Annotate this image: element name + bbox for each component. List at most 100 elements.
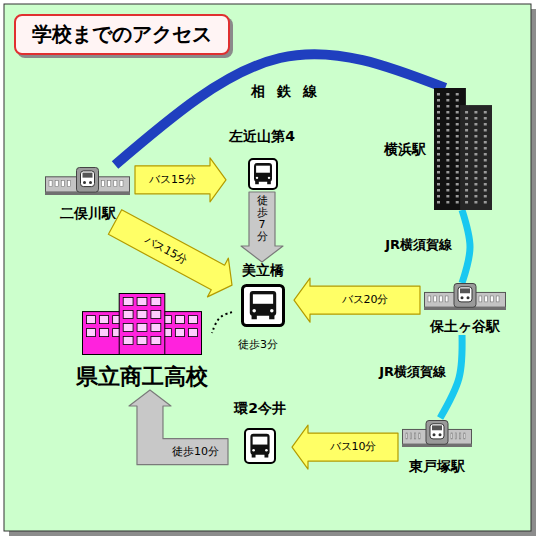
tower-window: [456, 117, 459, 120]
tower-window: [484, 111, 487, 114]
bus-arrow: [108, 210, 232, 297]
school-window: [87, 329, 96, 337]
tower-window: [474, 111, 477, 114]
station-window: [55, 180, 58, 186]
tower-window: [484, 183, 487, 186]
title-text: 学校までのアクセス: [32, 22, 212, 47]
station-window: [108, 180, 111, 186]
tower-window: [446, 99, 449, 102]
route-label: JR横須賀線: [383, 237, 454, 253]
station-window: [451, 433, 452, 439]
tower-block: [460, 105, 492, 210]
school-window: [123, 337, 133, 345]
bus-windshield: [253, 294, 273, 303]
school-window: [175, 316, 184, 324]
tower-window: [437, 201, 440, 204]
route-label: バス10分: [328, 440, 379, 453]
station-icon: [402, 420, 472, 447]
tower-window: [465, 171, 468, 174]
station-window: [428, 296, 431, 302]
route-label: バス20分: [340, 294, 391, 307]
tower-window: [437, 195, 440, 198]
station-window: [479, 296, 482, 302]
tower-window: [474, 195, 477, 198]
stop-node: 県立商工高校: [72, 290, 212, 390]
bus-light: [270, 309, 274, 313]
tower-window: [446, 171, 449, 174]
train-light: [467, 296, 470, 299]
tower-window: [484, 165, 487, 168]
route-label: 徒歩7分: [255, 194, 270, 244]
route-label: バス15分: [147, 173, 198, 186]
tower-window: [456, 189, 459, 192]
stop-name: 横浜駅: [384, 141, 426, 158]
stop-name: 二俣川駅: [60, 205, 116, 222]
tower-window: [456, 129, 459, 132]
school-window: [188, 329, 197, 337]
title-frame: 学校までのアクセス: [14, 14, 230, 55]
tower-window: [484, 129, 487, 132]
train-light: [433, 433, 436, 436]
train-face: [458, 287, 472, 302]
tower-window: [437, 93, 440, 96]
tower-window: [446, 177, 449, 180]
tower-window: [465, 141, 468, 144]
station-window: [49, 180, 52, 186]
stop-name: 左近山第4: [229, 128, 295, 145]
tower-window: [437, 99, 440, 102]
tower-window: [465, 177, 468, 180]
tower-window: [484, 117, 487, 120]
rail-line: [115, 54, 445, 165]
tower-window: [437, 123, 440, 126]
tower-window: [474, 135, 477, 138]
station-window: [491, 296, 494, 302]
tower-window: [437, 183, 440, 186]
bus-arrow: [292, 425, 398, 469]
tower-window: [465, 147, 468, 150]
stop-name: 環2今井: [234, 400, 286, 417]
school-window: [100, 329, 109, 337]
tower-window: [484, 159, 487, 162]
tower-window: [437, 189, 440, 192]
station-window: [406, 433, 407, 439]
tower-window: [474, 129, 477, 132]
tower-window: [456, 153, 459, 156]
train-window: [83, 173, 93, 178]
school-window: [151, 324, 161, 332]
train-light: [83, 181, 86, 184]
bus-body: [250, 434, 269, 455]
station-tower: [77, 168, 99, 193]
stop-name: 東戸塚駅: [409, 458, 465, 475]
tower-window: [437, 165, 440, 168]
bus-light: [268, 177, 270, 179]
bus-windshield: [256, 166, 270, 173]
bus-windshield: [253, 437, 268, 445]
walk-arrow: [241, 192, 283, 262]
tower-window: [456, 201, 459, 204]
tower-window: [474, 165, 477, 168]
station-window: [67, 180, 70, 186]
tower-window: [446, 159, 449, 162]
stop-name: 保土ヶ谷駅: [430, 318, 500, 335]
station-window: [464, 433, 465, 439]
tower-window: [484, 123, 487, 126]
tower-window: [437, 129, 440, 132]
tower-window: [437, 147, 440, 150]
tower-icon: [434, 88, 492, 210]
bus-light: [252, 309, 256, 313]
bus-wheel: [264, 454, 268, 458]
tower-window: [474, 159, 477, 162]
walk-arrow: [129, 390, 228, 465]
bus-wheel: [252, 454, 256, 458]
route-label: JR横須賀線: [377, 364, 448, 380]
station-window: [120, 180, 123, 186]
tower-window: [446, 165, 449, 168]
stop-node: 美立橋: [232, 262, 294, 328]
bus-wheel: [267, 181, 271, 184]
bus-wheel: [269, 315, 274, 319]
train-window: [432, 425, 442, 430]
school-window: [100, 316, 109, 324]
tower-window: [437, 135, 440, 138]
tower-window: [484, 177, 487, 180]
stop-node: 保土ヶ谷駅: [420, 283, 510, 335]
